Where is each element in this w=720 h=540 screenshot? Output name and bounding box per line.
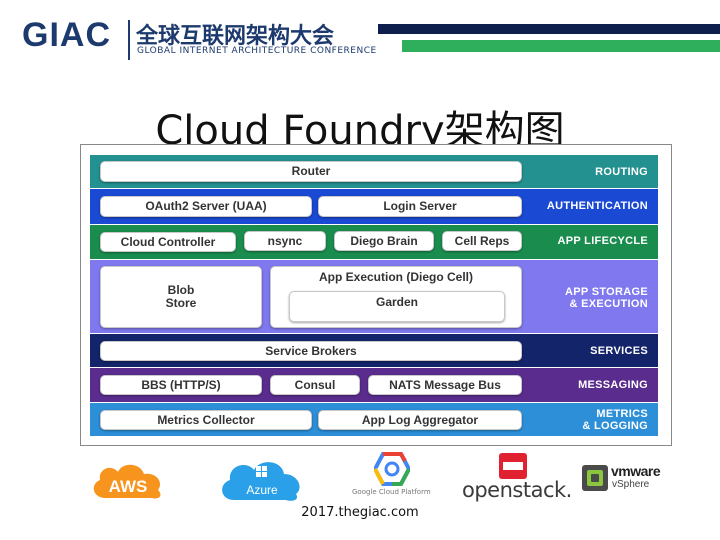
band-label-line: APP STORAGE — [565, 286, 648, 298]
logo-divider — [128, 20, 130, 60]
conference-name-cn: 全球互联网架构大会 — [136, 24, 335, 49]
band-label-line: & EXECUTION — [569, 298, 648, 310]
band-routing: ROUTING Router — [90, 155, 658, 188]
vmware-text: vmware — [611, 463, 661, 479]
box-diego-brain: Diego Brain — [334, 231, 434, 251]
box-app-log-aggregator: App Log Aggregator — [318, 410, 522, 430]
openstack-icon — [499, 453, 527, 479]
band-label-authentication: AUTHENTICATION — [546, 200, 648, 212]
aws-logo-text: AWS — [109, 477, 148, 496]
box-consul: Consul — [270, 375, 360, 395]
google-cloud-hexagon-icon — [374, 452, 410, 486]
band-label-services: SERVICES — [590, 345, 648, 357]
header-stripe-green — [402, 40, 720, 52]
footer-url: 2017.thegiac.com — [301, 505, 419, 520]
box-cloud-controller: Cloud Controller — [100, 232, 236, 252]
band-authentication: AUTHENTICATION OAuth2 Server (UAA) Login… — [90, 189, 658, 224]
band-label-metrics-logging: METRICS & LOGGING — [582, 408, 648, 432]
box-oauth2-server: OAuth2 Server (UAA) — [100, 196, 312, 217]
band-label-app-lifecycle: APP LIFECYCLE — [557, 235, 648, 247]
band-app-lifecycle: APP LIFECYCLE Cloud Controller nsync Die… — [90, 225, 658, 259]
box-service-brokers: Service Brokers — [100, 341, 522, 361]
azure-logo: Azure — [222, 462, 300, 501]
band-label-messaging: MESSAGING — [578, 379, 648, 391]
band-app-storage-execution: APP STORAGE & EXECUTION Blob Store App E… — [90, 260, 658, 333]
conference-name-en: GLOBAL INTERNET ARCHITECTURE CONFERENCE — [137, 46, 377, 56]
box-app-execution-diego-cell: App Execution (Diego Cell) Garden — [270, 266, 522, 328]
azure-logo-text: Azure — [246, 483, 278, 497]
vmware-vsphere-icon — [582, 465, 608, 491]
box-app-execution-label: App Execution (Diego Cell) — [318, 270, 473, 284]
band-label-app-storage-execution: APP STORAGE & EXECUTION — [565, 286, 648, 310]
box-bbs: BBS (HTTP/S) — [100, 375, 262, 395]
giac-logo-text: GIAC — [22, 16, 111, 54]
aws-logo: AWS — [93, 464, 161, 499]
band-label-routing: ROUTING — [595, 166, 648, 178]
band-messaging: MESSAGING BBS (HTTP/S) Consul NATS Messa… — [90, 368, 658, 402]
box-garden: Garden — [289, 291, 505, 322]
band-label-line: METRICS — [596, 408, 648, 420]
google-cloud-platform-text: Google Cloud Platform — [352, 488, 431, 496]
box-nsync: nsync — [244, 231, 326, 251]
box-blob-store: Blob Store — [100, 266, 262, 328]
vsphere-text: vSphere — [612, 479, 650, 490]
band-services: SERVICES Service Brokers — [90, 334, 658, 367]
band-label-line: & LOGGING — [582, 420, 648, 432]
openstack-text: openstack. — [462, 478, 572, 502]
box-blob-store-line: Blob — [167, 283, 195, 297]
box-cell-reps: Cell Reps — [442, 231, 522, 251]
box-router: Router — [100, 161, 522, 182]
box-metrics-collector: Metrics Collector — [100, 410, 312, 430]
box-nats-message-bus: NATS Message Bus — [368, 375, 522, 395]
header-stripe-navy — [378, 24, 720, 34]
band-metrics-logging: METRICS & LOGGING Metrics Collector App … — [90, 403, 658, 436]
box-blob-store-line: Store — [165, 296, 197, 310]
box-login-server: Login Server — [318, 196, 522, 217]
